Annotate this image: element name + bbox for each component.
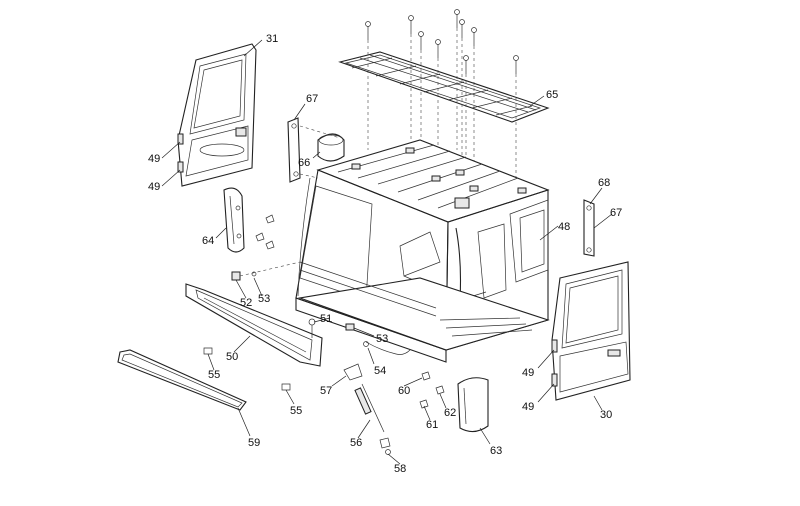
callout-labels: 31 49 49 67 66 65 64 52 53 51 53 50 55 5… (148, 33, 622, 475)
callout-54: 54 (374, 365, 386, 377)
callout-49-right-upper: 49 (522, 367, 534, 379)
leader-lines (161, 39, 613, 465)
callout-31: 31 (266, 33, 278, 45)
callout-60: 60 (398, 385, 410, 397)
seal-right-part (583, 199, 595, 257)
callout-50: 50 (226, 351, 238, 363)
right-door-part (551, 261, 631, 401)
callout-63: 63 (490, 445, 502, 457)
callout-62: 62 (444, 407, 456, 419)
duct-part (317, 133, 345, 162)
callout-59: 59 (248, 437, 260, 449)
callout-67-left: 67 (306, 93, 318, 105)
callout-30: 30 (600, 409, 612, 421)
flat-strip-part (117, 349, 247, 411)
callout-48: 48 (558, 221, 570, 233)
callout-55-left: 55 (208, 369, 220, 381)
callout-65: 65 (546, 89, 558, 101)
callout-61: 61 (426, 419, 438, 431)
cab-body-part (295, 139, 550, 363)
callout-53-upper: 53 (258, 293, 270, 305)
callout-49-upper: 49 (148, 153, 160, 165)
pillar-cover-part (223, 187, 245, 253)
callout-64: 64 (202, 235, 214, 247)
right-cover-part (457, 377, 489, 433)
callout-57: 57 (320, 385, 332, 397)
callout-68: 68 (598, 177, 610, 189)
callout-55-right: 55 (290, 405, 302, 417)
callout-53-lower: 53 (376, 333, 388, 345)
callout-49-lower: 49 (148, 181, 160, 193)
small-hardware (203, 214, 445, 455)
lower-panel-part (185, 283, 323, 367)
callout-51: 51 (320, 313, 332, 325)
callout-58: 58 (394, 463, 406, 475)
left-door-part (177, 43, 257, 187)
callout-56: 56 (350, 437, 362, 449)
roof-grid-part (338, 51, 550, 123)
callout-52: 52 (240, 297, 252, 309)
callout-66: 66 (298, 157, 310, 169)
callout-49-right-lower: 49 (522, 401, 534, 413)
callout-67-right: 67 (610, 207, 622, 219)
